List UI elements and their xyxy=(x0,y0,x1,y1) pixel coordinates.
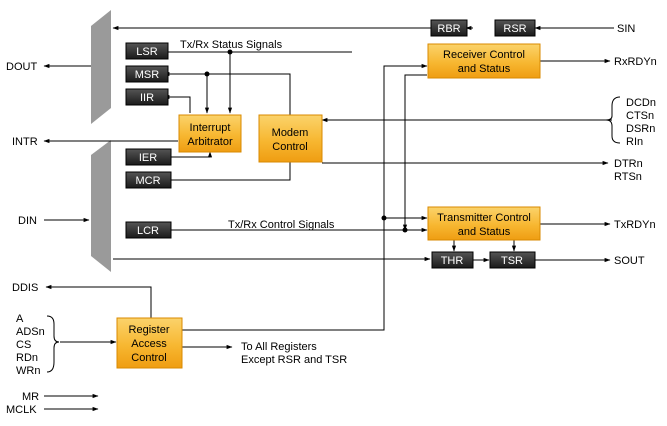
txrdyn-label: TxRDYn xyxy=(614,219,656,231)
dout-label: DOUT xyxy=(6,61,37,73)
thr-register: THR xyxy=(431,251,474,269)
modem-control-block: Modem Control xyxy=(258,114,323,163)
tsr-label: TSR xyxy=(501,255,523,267)
transmitter-control-block: Transmitter Control and Status xyxy=(427,206,541,241)
register-access-control-block: Register Access Control xyxy=(116,317,183,369)
to-all-registers-line-2: Except RSR and TSR xyxy=(241,354,347,366)
lsr-label: LSR xyxy=(136,46,157,58)
to-all-registers-line-1: To All Registers xyxy=(241,341,317,353)
register-access-line-2: Access xyxy=(131,338,167,350)
mcr-label: MCR xyxy=(135,175,160,187)
rxrdyn-label: RxRDYn xyxy=(614,56,657,68)
interrupt-arbitrator-line-2: Arbitrator xyxy=(187,136,233,148)
ctsn-label: CTSn xyxy=(626,110,654,122)
a-label: A xyxy=(16,313,24,325)
transmitter-control-line-2: and Status xyxy=(458,226,511,238)
interrupt-arbitrator-block: Interrupt Arbitrator xyxy=(178,114,242,153)
adsn-label: ADSn xyxy=(16,326,45,338)
sin-label: SIN xyxy=(617,23,635,35)
lcr-register: LCR xyxy=(125,221,172,239)
tsr-register: TSR xyxy=(489,251,536,269)
control-signals-label: Tx/Rx Control Signals xyxy=(228,219,335,231)
msr-register: MSR xyxy=(125,65,169,83)
register-access-line-3: Control xyxy=(131,352,166,364)
transmitter-control-line-1: Transmitter Control xyxy=(437,212,531,224)
input-mux xyxy=(91,140,111,272)
cs-label: CS xyxy=(16,339,31,351)
iir-register: IIR xyxy=(125,88,169,106)
modem-control-line-2: Control xyxy=(272,141,307,153)
rbr-label: RBR xyxy=(437,23,460,35)
msr-label: MSR xyxy=(135,69,160,81)
wrn-label: WRn xyxy=(16,365,40,377)
mr-label: MR xyxy=(22,391,39,403)
ier-label: IER xyxy=(139,152,157,164)
rtsn-label: RTSn xyxy=(614,171,642,183)
output-mux xyxy=(91,10,111,124)
iir-label: IIR xyxy=(140,92,154,104)
rsr-label: RSR xyxy=(503,23,526,35)
intr-label: INTR xyxy=(12,136,38,148)
register-access-line-1: Register xyxy=(129,324,170,336)
rsr-register: RSR xyxy=(494,19,536,37)
modem-control-line-1: Modem xyxy=(272,127,309,139)
dsrn-label: DSRn xyxy=(626,123,655,135)
rin-label: RIn xyxy=(626,136,643,148)
dcdn-label: DCDn xyxy=(626,97,656,109)
receiver-control-block: Receiver Control and Status xyxy=(427,43,541,79)
lcr-label: LCR xyxy=(137,225,159,237)
receiver-control-line-2: and Status xyxy=(458,63,511,75)
receiver-control-line-1: Receiver Control xyxy=(443,49,525,61)
sout-label: SOUT xyxy=(614,255,645,267)
ier-register: IER xyxy=(125,148,172,166)
status-signals-label: Tx/Rx Status Signals xyxy=(180,39,283,51)
rbr-register: RBR xyxy=(430,19,468,37)
mclk-label: MCLK xyxy=(6,404,37,416)
din-label: DIN xyxy=(18,215,37,227)
wires xyxy=(43,25,621,412)
lsr-register: LSR xyxy=(125,42,169,60)
dtrn-label: DTRn xyxy=(614,158,643,170)
thr-label: THR xyxy=(441,255,464,267)
interrupt-arbitrator-line-1: Interrupt xyxy=(190,122,231,134)
rdn-label: RDn xyxy=(16,352,38,364)
ddis-label: DDIS xyxy=(12,282,38,294)
mcr-register: MCR xyxy=(125,171,172,189)
